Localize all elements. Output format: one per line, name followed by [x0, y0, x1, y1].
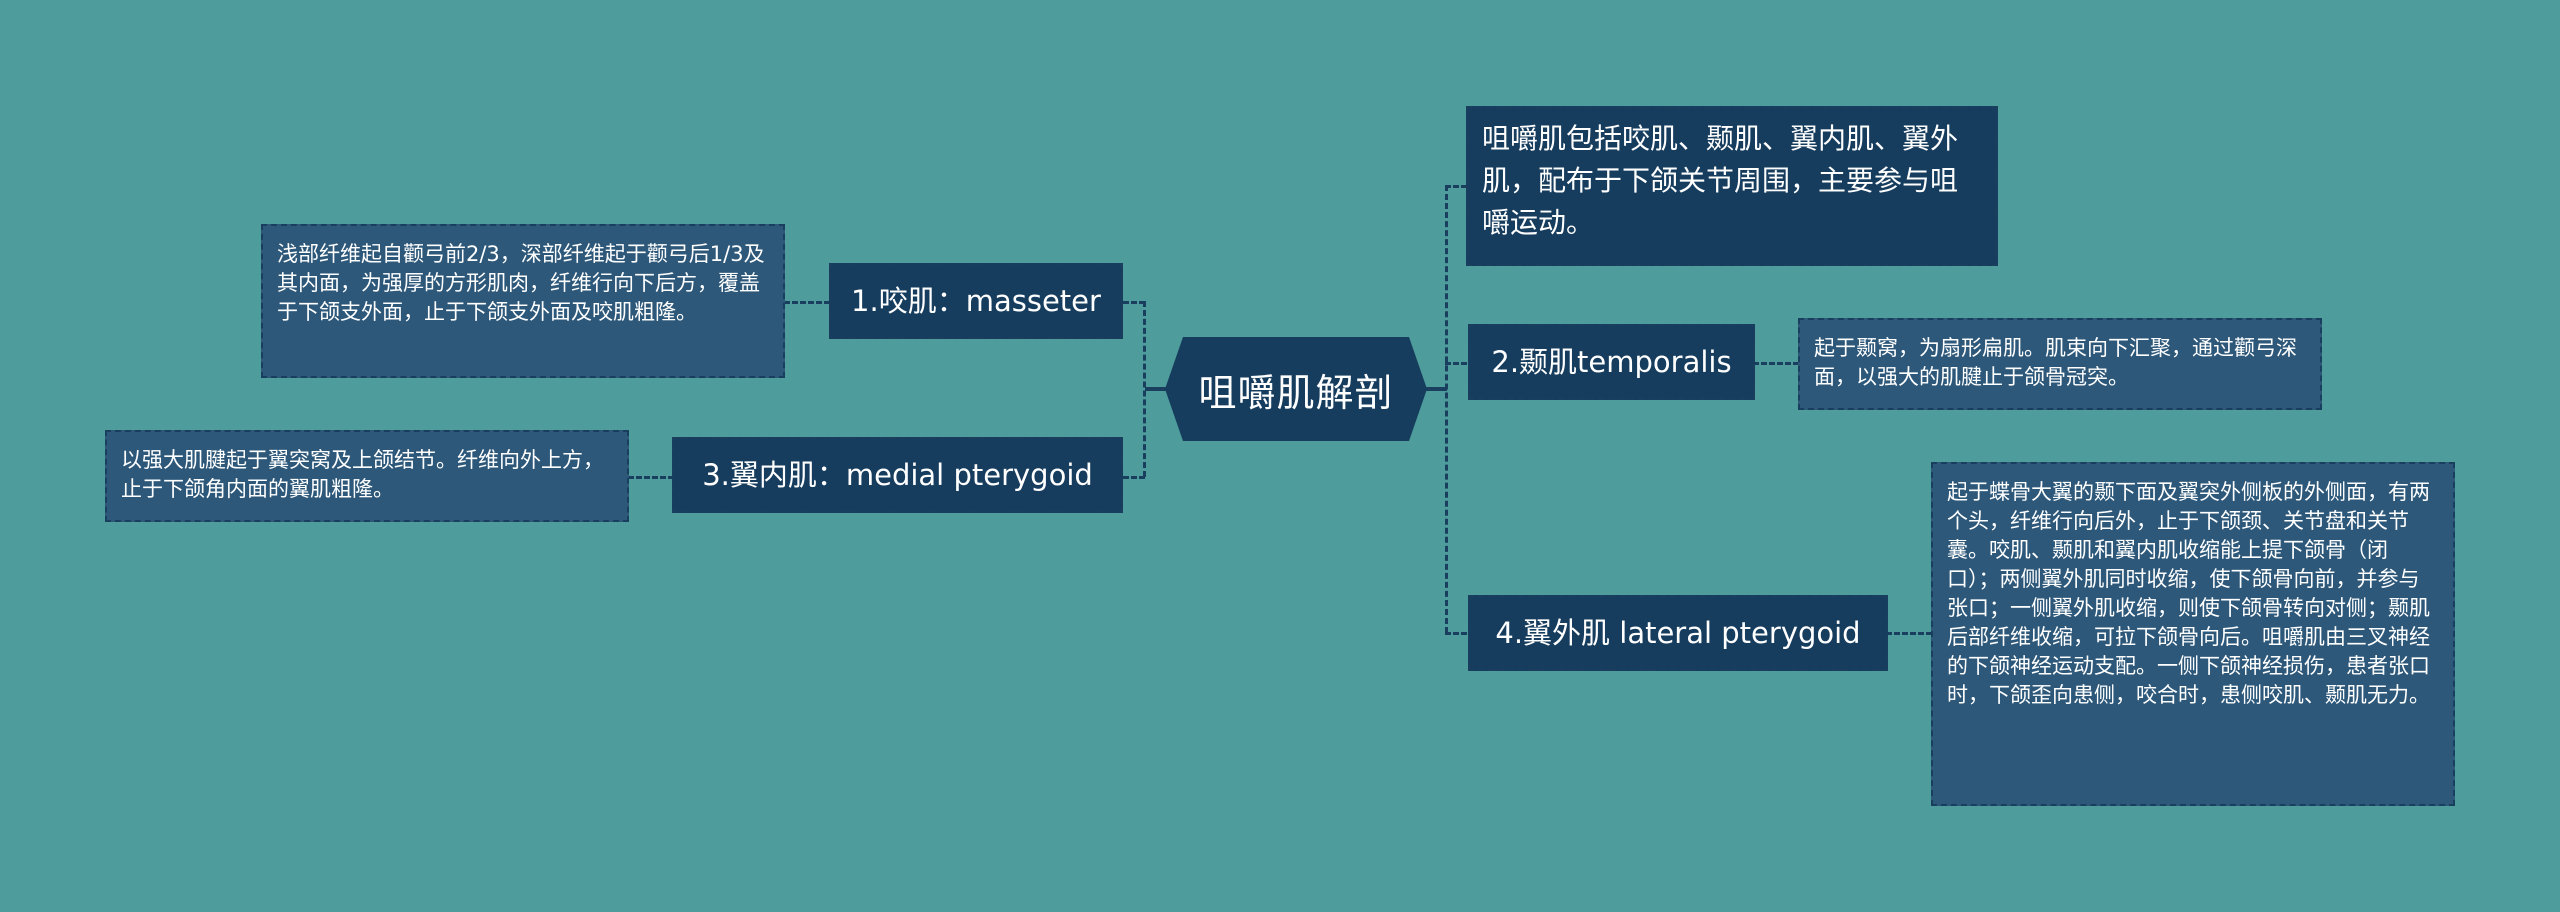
masseter-detail-text: 浅部纤维起自颧弓前2/3，深部纤维起于颧弓后1/3及其内面，为强厚的方形肌肉，纤… — [277, 242, 765, 324]
temporalis-detail-node[interactable]: 起于颞窝，为扇形扁肌。肌束向下汇聚，通过颧弓深面，以强大的肌腱止于颌骨冠突。 — [1798, 318, 2322, 410]
medial-pterygoid-detail-connector — [628, 476, 674, 479]
temporalis-connector — [1445, 362, 1467, 365]
root-left-connector — [1145, 387, 1167, 391]
temporalis-detail-connector — [1753, 362, 1799, 365]
medial-pterygoid-detail-node[interactable]: 以强大肌腱起于翼突窝及上颌结节。纤维向外上方，止于下颌角内面的翼肌粗隆。 — [105, 430, 629, 522]
lateral-pterygoid-detail-node[interactable]: 起于蝶骨大翼的颞下面及翼突外侧板的外侧面，有两个头，纤维行向后外，止于下颌颈、关… — [1931, 462, 2455, 806]
masseter-label: 1.咬肌：masseter — [851, 284, 1101, 318]
lateral-pterygoid-detail-text: 起于蝶骨大翼的颞下面及翼突外侧板的外侧面，有两个头，纤维行向后外，止于下颌颈、关… — [1947, 480, 2430, 707]
summary-connector — [1445, 185, 1467, 188]
root-label: 咀嚼肌解剖 — [1198, 370, 1394, 415]
medial-pterygoid-connector — [1123, 476, 1145, 479]
masseter-connector — [1123, 301, 1145, 304]
root-right-connector — [1425, 387, 1447, 391]
medial-pterygoid-label: 3.翼内肌：medial pterygoid — [702, 458, 1093, 492]
temporalis-label: 2.颞肌temporalis — [1491, 345, 1732, 379]
medial-pterygoid-node[interactable]: 3.翼内肌：medial pterygoid — [672, 437, 1123, 513]
root-node[interactable]: 咀嚼肌解剖 — [1165, 337, 1427, 441]
summary-text: 咀嚼肌包括咬肌、颞肌、翼内肌、翼外肌，配布于下颌关节周围，主要参与咀嚼运动。 — [1482, 122, 1959, 239]
masseter-node[interactable]: 1.咬肌：masseter — [829, 263, 1123, 339]
masseter-detail-connector — [784, 301, 830, 304]
lateral-pterygoid-label: 4.翼外肌 lateral pterygoid — [1495, 616, 1861, 650]
medial-pterygoid-detail-text: 以强大肌腱起于翼突窝及上颌结节。纤维向外上方，止于下颌角内面的翼肌粗隆。 — [121, 448, 604, 501]
lateral-pterygoid-node[interactable]: 4.翼外肌 lateral pterygoid — [1468, 595, 1888, 671]
lateral-pterygoid-detail-connector — [1886, 632, 1932, 635]
masseter-detail-node[interactable]: 浅部纤维起自颧弓前2/3，深部纤维起于颧弓后1/3及其内面，为强厚的方形肌肉，纤… — [261, 224, 785, 378]
right-trunk-connector — [1445, 185, 1448, 633]
left-trunk-connector — [1143, 301, 1146, 477]
hexagon-shape — [1165, 337, 1427, 441]
summary-node[interactable]: 咀嚼肌包括咬肌、颞肌、翼内肌、翼外肌，配布于下颌关节周围，主要参与咀嚼运动。 — [1466, 106, 1998, 266]
temporalis-node[interactable]: 2.颞肌temporalis — [1468, 324, 1755, 400]
lateral-pterygoid-connector — [1445, 632, 1467, 635]
temporalis-detail-text: 起于颞窝，为扇形扁肌。肌束向下汇聚，通过颧弓深面，以强大的肌腱止于颌骨冠突。 — [1814, 336, 2297, 389]
